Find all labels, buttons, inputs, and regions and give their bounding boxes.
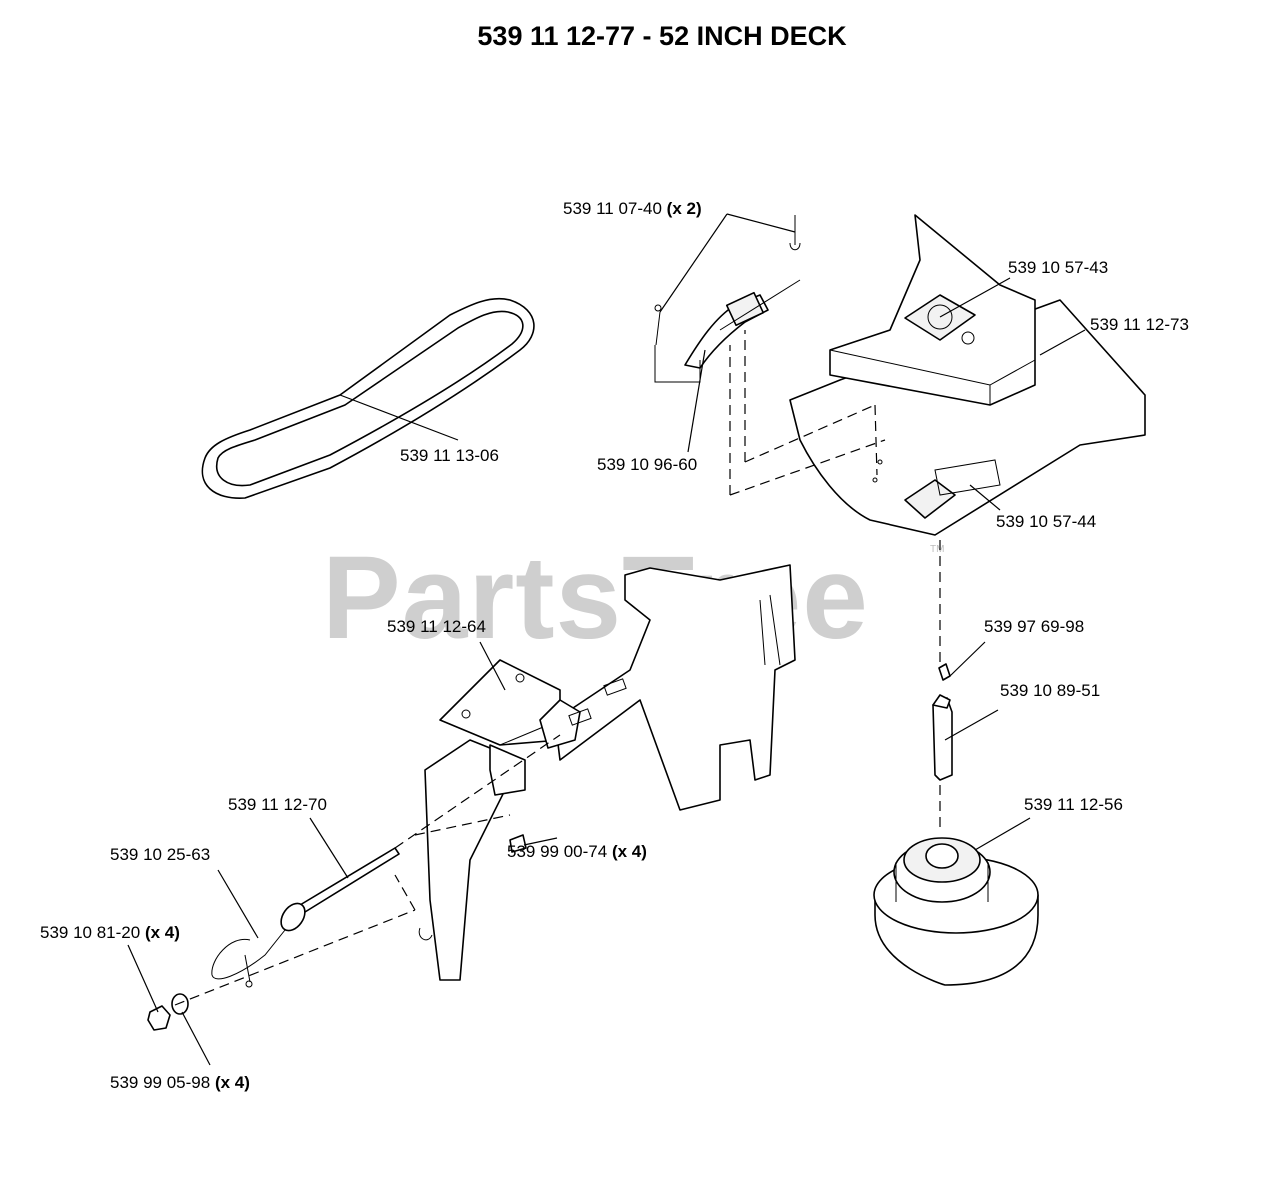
label-539-10-57-43: 539 10 57-43 <box>1008 258 1108 277</box>
main-bracket-drawing <box>424 564 796 981</box>
label-539-97-69-98: 539 97 69-98 <box>984 617 1084 636</box>
watermark-trademark: TM <box>930 544 944 555</box>
diagram-title: 539 11 12-77 - 52 INCH DECK <box>477 21 847 51</box>
label-539-10-89-51: 539 10 89-51 <box>1000 681 1100 700</box>
belt-drawing <box>201 297 535 499</box>
part-labels: 539 11 07-40 (x 2) 539 10 57-43 539 11 1… <box>40 199 1189 1092</box>
label-539-99-00-74: 539 99 00-74 (x 4) <box>507 842 647 861</box>
label-539-10-96-60: 539 10 96-60 <box>597 455 697 474</box>
leader-lines <box>127 213 1086 1066</box>
label-539-11-13-06: 539 11 13-06 <box>400 446 499 465</box>
label-539-10-25-63: 539 10 25-63 <box>110 845 210 864</box>
label-539-10-57-44: 539 10 57-44 <box>996 512 1096 531</box>
label-539-11-07-40: 539 11 07-40 (x 2) <box>563 199 702 218</box>
label-539-11-12-56: 539 11 12-56 <box>1024 795 1123 814</box>
label-539-99-05-98: 539 99 05-98 (x 4) <box>110 1073 250 1092</box>
rod-and-pin-drawing <box>147 834 527 1031</box>
label-539-11-12-70: 539 11 12-70 <box>228 795 327 814</box>
label-539-10-81-20: 539 10 81-20 (x 4) <box>40 923 180 942</box>
label-539-11-12-64: 539 11 12-64 <box>387 617 486 636</box>
deck-cover-drawing <box>789 214 1146 536</box>
bracket-clip-drawing <box>654 215 801 383</box>
label-539-11-12-73: 539 11 12-73 <box>1090 315 1189 334</box>
pulley-drawing <box>873 663 1039 986</box>
